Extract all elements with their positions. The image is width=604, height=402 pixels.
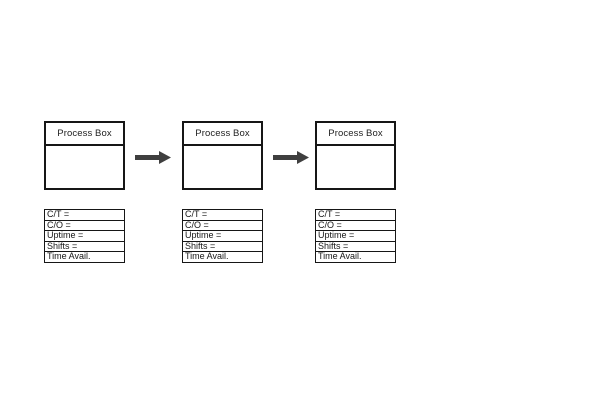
process-column-1: Process Box C/T = C/O = Uptime = Shifts …	[44, 121, 125, 263]
data-cell-time-avail: Time Avail.	[315, 251, 396, 263]
table-row: Time Avail.	[182, 251, 263, 263]
table-row: Shifts =	[315, 240, 396, 252]
data-cell-uptime: Uptime =	[182, 230, 263, 242]
table-row: Time Avail.	[315, 251, 396, 263]
process-box-2-body	[184, 146, 261, 186]
table-row: Uptime =	[315, 230, 396, 242]
data-cell-uptime: Uptime =	[44, 230, 125, 242]
data-cell-ct: C/T =	[182, 209, 263, 221]
flow-arrow-1[interactable]	[135, 151, 171, 164]
process-box-1-title: Process Box	[46, 123, 123, 146]
data-cell-ct: C/T =	[315, 209, 396, 221]
data-cell-co: C/O =	[182, 219, 263, 231]
flow-arrow-2[interactable]	[273, 151, 309, 164]
data-cell-shifts: Shifts =	[44, 240, 125, 252]
table-row: Time Avail.	[44, 251, 125, 263]
process-column-2: Process Box C/T = C/O = Uptime = Shifts …	[182, 121, 263, 263]
process-box-2-title: Process Box	[184, 123, 261, 146]
process-column-3: Process Box C/T = C/O = Uptime = Shifts …	[315, 121, 396, 263]
data-cell-uptime: Uptime =	[315, 230, 396, 242]
process-data-table-3[interactable]: C/T = C/O = Uptime = Shifts = Time Avail…	[315, 209, 396, 263]
table-row: C/T =	[44, 209, 125, 221]
table-row: Shifts =	[44, 240, 125, 252]
process-box-3-body	[317, 146, 394, 186]
process-data-table-2[interactable]: C/T = C/O = Uptime = Shifts = Time Avail…	[182, 209, 263, 263]
table-row: C/O =	[44, 219, 125, 231]
table-row: C/O =	[182, 219, 263, 231]
data-cell-co: C/O =	[44, 219, 125, 231]
data-cell-shifts: Shifts =	[182, 240, 263, 252]
table-row: C/T =	[182, 209, 263, 221]
data-cell-time-avail: Time Avail.	[44, 251, 125, 263]
process-box-2[interactable]: Process Box	[182, 121, 263, 190]
data-cell-co: C/O =	[315, 219, 396, 231]
process-box-1[interactable]: Process Box	[44, 121, 125, 190]
table-row: C/T =	[315, 209, 396, 221]
data-cell-ct: C/T =	[44, 209, 125, 221]
process-box-1-body	[46, 146, 123, 186]
right-arrow-icon	[135, 151, 171, 164]
data-cell-time-avail: Time Avail.	[182, 251, 263, 263]
data-cell-shifts: Shifts =	[315, 240, 396, 252]
process-box-3-title: Process Box	[317, 123, 394, 146]
table-row: C/O =	[315, 219, 396, 231]
table-row: Uptime =	[44, 230, 125, 242]
right-arrow-icon	[273, 151, 309, 164]
process-data-table-1[interactable]: C/T = C/O = Uptime = Shifts = Time Avail…	[44, 209, 125, 263]
process-box-3[interactable]: Process Box	[315, 121, 396, 190]
table-row: Uptime =	[182, 230, 263, 242]
table-row: Shifts =	[182, 240, 263, 252]
